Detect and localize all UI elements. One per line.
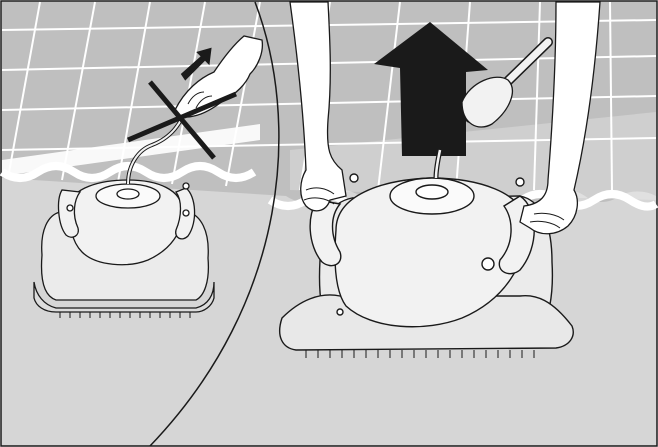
robot-left (34, 180, 214, 312)
robot-right-impeller (416, 185, 448, 199)
robot-left-impeller (117, 189, 139, 199)
